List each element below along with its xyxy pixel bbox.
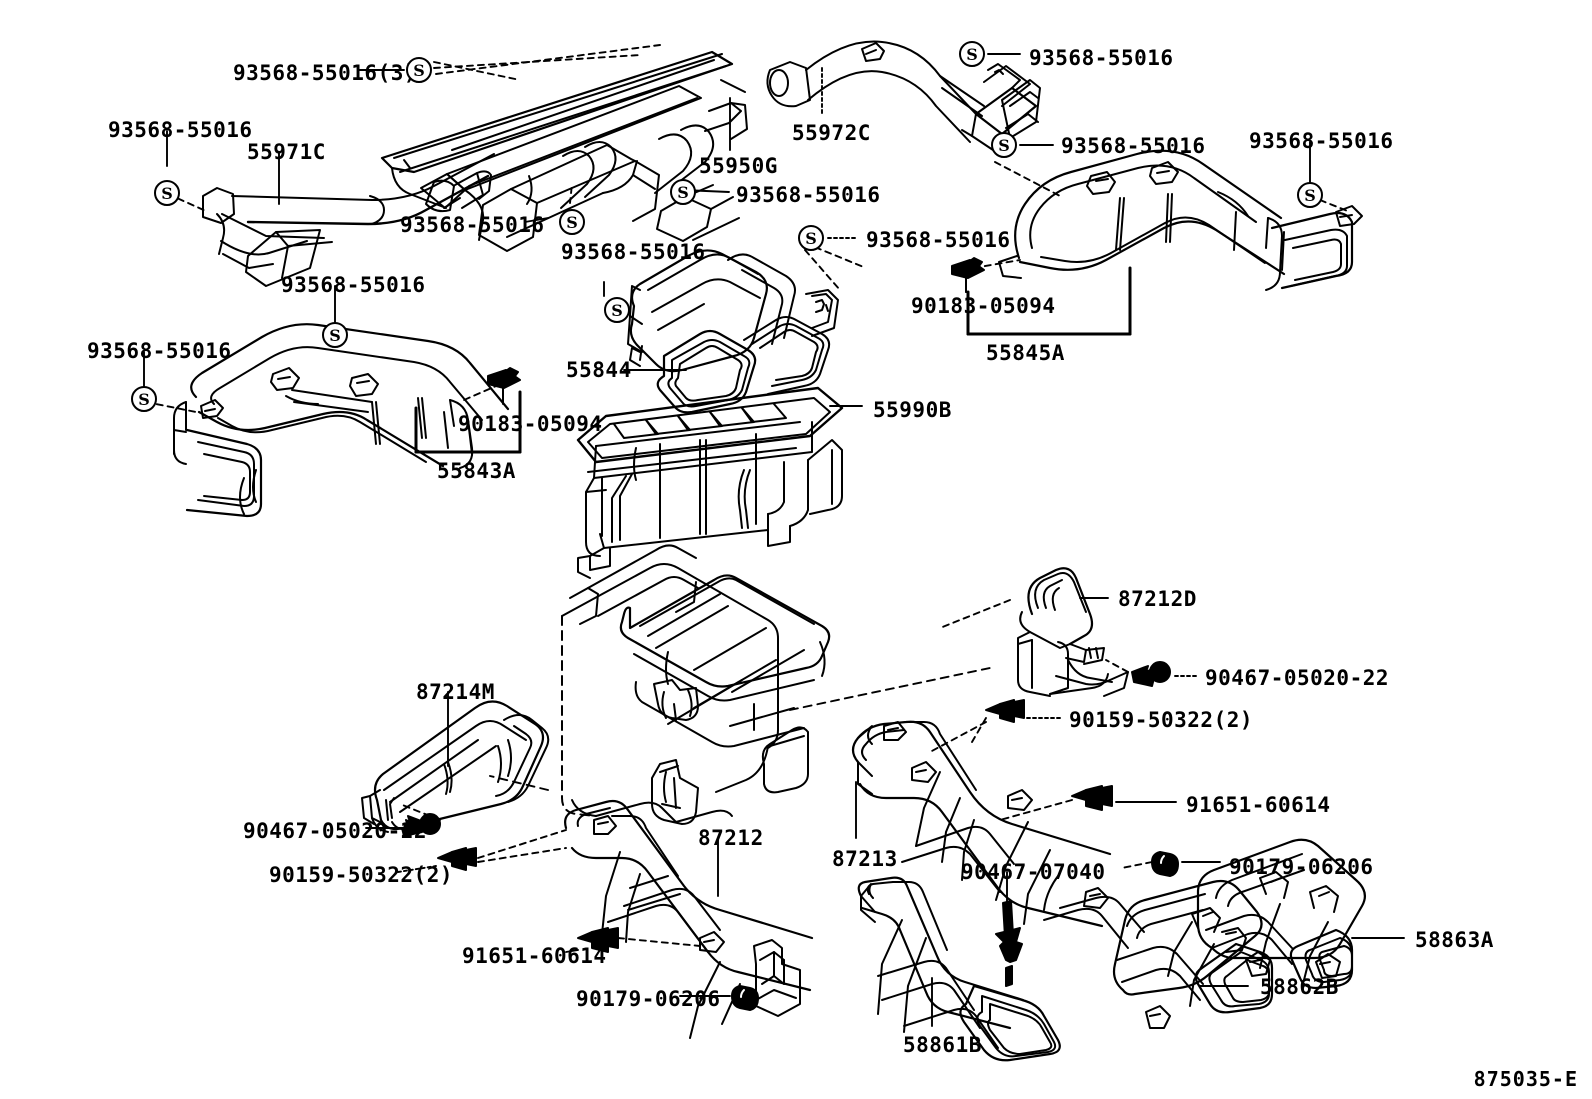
part-label-93568-55016-3: 93568-55016(3) xyxy=(233,61,418,85)
fastener-90183-05094-right xyxy=(951,257,985,293)
part-label-93568-55016-i: 93568-55016 xyxy=(281,273,426,297)
part-label-90183-05094-left: 90183-05094 xyxy=(458,412,603,436)
part-label-93568-55016-e: 93568-55016 xyxy=(866,228,1011,252)
part-55950g xyxy=(380,50,748,252)
part-label-93568-55016-b: 93568-55016 xyxy=(736,183,881,207)
s-marker-11: S xyxy=(131,386,157,412)
s-marker-8: S xyxy=(991,132,1017,158)
s-marker-3: S xyxy=(559,209,585,235)
part-58861b xyxy=(857,876,1061,1062)
leader-lines xyxy=(143,44,1405,1027)
part-label-93568-55016-c: 93568-55016 xyxy=(400,213,545,237)
part-55843a xyxy=(173,323,510,518)
part-label-55844: 55844 xyxy=(566,358,632,382)
part-55844 xyxy=(627,249,839,414)
part-label-93568-55016-h: 93568-55016 xyxy=(1249,129,1394,153)
part-label-93568-55016-d: 93568-55016 xyxy=(561,240,706,264)
part-label-90467-05020-22-left: 90467-05020-22 xyxy=(243,819,428,843)
part-58862b xyxy=(1112,879,1274,1029)
s-marker-4: S xyxy=(670,179,696,205)
part-label-55971c: 55971C xyxy=(247,140,326,164)
fastener-90467-05020-22-right xyxy=(1131,661,1171,687)
part-label-58862b: 58862B xyxy=(1260,975,1339,999)
part-label-93568-55016-a: 93568-55016 xyxy=(108,118,253,142)
fastener-90183-05094-left xyxy=(487,367,521,403)
part-label-91651-60614-left: 91651-60614 xyxy=(462,944,607,968)
s-marker-5: S xyxy=(604,297,630,323)
part-label-87214m: 87214M xyxy=(416,680,495,704)
fastener-91651-60614-right xyxy=(1071,785,1113,811)
part-87212-unit xyxy=(561,615,597,817)
part-87212d xyxy=(1017,567,1129,697)
fastener-91651-60614-left xyxy=(577,927,619,953)
part-label-87212d: 87212D xyxy=(1118,587,1197,611)
part-label-55990b: 55990B xyxy=(873,398,952,422)
part-label-93568-55016-f: 93568-55016 xyxy=(1029,46,1174,70)
part-label-55950g: 55950G xyxy=(699,154,778,178)
part-87212-unit-solid xyxy=(561,544,831,825)
s-marker-9: S xyxy=(1297,182,1323,208)
s-marker-1: S xyxy=(406,57,432,83)
s-marker-6: S xyxy=(798,225,824,251)
part-55990b xyxy=(576,386,844,579)
part-label-90183-05094-right: 90183-05094 xyxy=(911,294,1056,318)
diagram-id: 875035-E xyxy=(1473,1067,1578,1091)
part-label-90159-50322-2-left: 90159-50322(2) xyxy=(269,863,454,887)
part-label-93568-55016-j: 93568-55016 xyxy=(87,339,232,363)
part-label-58863a: 58863A xyxy=(1415,928,1494,952)
part-87213 xyxy=(851,720,1145,949)
part-label-90179-06206-right: 90179-06206 xyxy=(1229,855,1374,879)
fastener-90159-50322-2-left xyxy=(437,847,477,871)
part-55845a xyxy=(998,149,1363,291)
part-label-55843a: 55843A xyxy=(437,459,516,483)
s-marker-2: S xyxy=(154,180,180,206)
fastener-90179-06206-right xyxy=(1151,851,1179,877)
fastener-90467-07040 xyxy=(995,900,1023,987)
part-label-90467-05020-22-right: 90467-05020-22 xyxy=(1205,666,1390,690)
part-label-55972c: 55972C xyxy=(792,121,871,145)
part-87212-lower xyxy=(564,799,814,1039)
part-label-93568-55016-g: 93568-55016 xyxy=(1061,134,1206,158)
fastener-90179-06206-left xyxy=(731,985,759,1011)
part-label-90159-50322-2-right: 90159-50322(2) xyxy=(1069,708,1254,732)
part-label-90179-06206-left: 90179-06206 xyxy=(576,987,721,1011)
fastener-90159-50322-2-right xyxy=(985,699,1025,723)
part-label-87212: 87212 xyxy=(698,826,764,850)
part-label-55845a: 55845A xyxy=(986,341,1065,365)
s-marker-10: S xyxy=(322,322,348,348)
part-label-90467-07040: 90467-07040 xyxy=(961,860,1106,884)
part-label-58861b: 58861B xyxy=(903,1033,982,1057)
part-58863a xyxy=(1196,838,1367,990)
s-marker-7: S xyxy=(959,41,985,67)
part-label-91651-60614-right: 91651-60614 xyxy=(1186,793,1331,817)
part-label-87213: 87213 xyxy=(832,847,898,871)
part-87214m xyxy=(361,700,550,833)
